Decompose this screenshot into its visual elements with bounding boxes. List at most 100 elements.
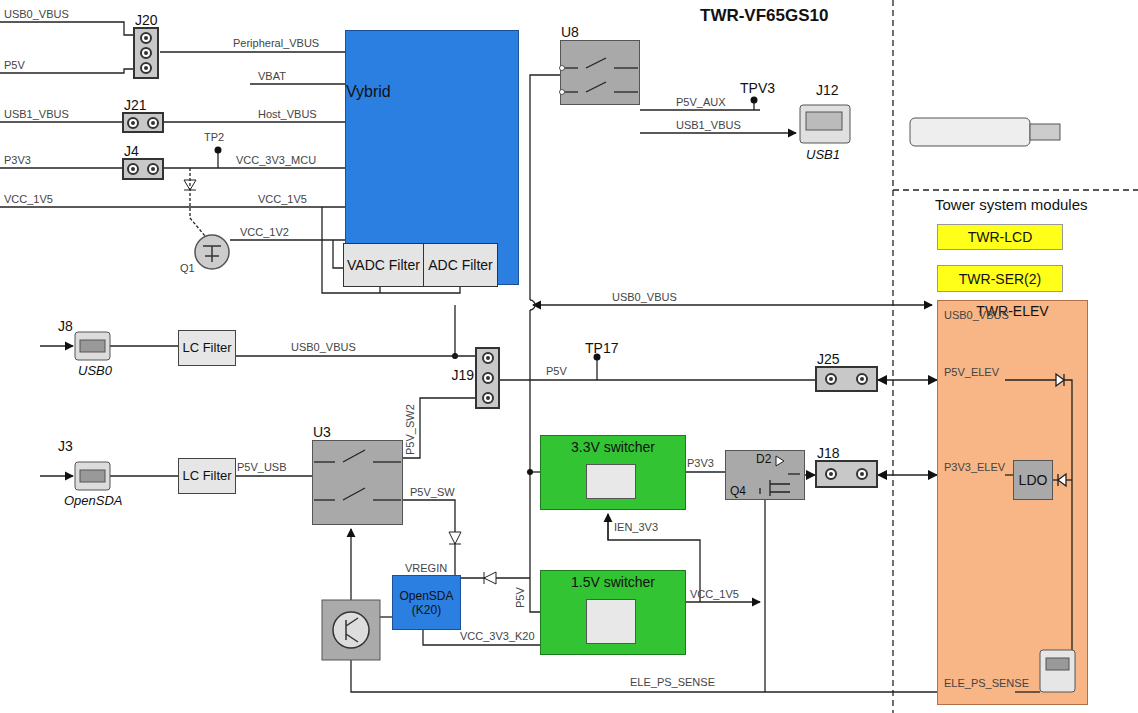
jumper-pin bbox=[127, 163, 139, 175]
node-label: J21 bbox=[124, 97, 147, 113]
processor-box: VybridVADC Filter ADC Filter bbox=[345, 30, 519, 285]
regulator-core bbox=[586, 464, 636, 499]
jumper: J19 bbox=[475, 347, 500, 409]
signal-label: P5V_ELEV bbox=[944, 366, 999, 379]
jumper-pin bbox=[140, 32, 152, 44]
signal-label: USB0_VBUS bbox=[612, 291, 677, 304]
signal-label: VCC_1V5 bbox=[4, 193, 53, 206]
module-box: TWR-LCD bbox=[937, 224, 1063, 250]
signal-label: P5V bbox=[545, 365, 568, 378]
signal-label: IEN_3V3 bbox=[614, 521, 658, 534]
regulator-box: 1.5V switcher bbox=[540, 570, 686, 655]
node-label: 1.5V switcher bbox=[541, 574, 685, 590]
jumper-pin bbox=[140, 47, 152, 59]
signal-label: VBAT bbox=[258, 70, 286, 83]
jumper: J25 bbox=[815, 366, 878, 392]
signal-label: USB0_VBUS bbox=[290, 341, 357, 354]
connector bbox=[878, 474, 937, 476]
signal-label: VCC_3V3_K20 bbox=[460, 630, 535, 643]
signal-label: P5V bbox=[4, 59, 25, 72]
signal-label: USB0_VBUS bbox=[4, 8, 69, 21]
regulator-core bbox=[586, 599, 636, 644]
node-label: TWR-LCD bbox=[968, 229, 1033, 245]
module-box: TWR-SER(2) bbox=[937, 265, 1063, 292]
switch-ic: U8 bbox=[560, 40, 640, 105]
jumper: J4 bbox=[122, 158, 164, 180]
signal-label: VCC_1V5 bbox=[258, 193, 307, 206]
signal-label: ELE_PS_SENSE bbox=[630, 676, 715, 689]
node-label: J18 bbox=[817, 445, 840, 461]
jumper-pin bbox=[482, 392, 494, 404]
jumper: J21 bbox=[122, 112, 164, 133]
signal-label: USB1_VBUS bbox=[4, 108, 69, 121]
regulator-box: 3.3V switcher bbox=[540, 435, 686, 510]
signal-label: TP17 bbox=[585, 340, 618, 356]
node-label: TWR-SER(2) bbox=[959, 271, 1041, 287]
node-label: 3.3V switcher bbox=[541, 439, 685, 455]
signal-label: TP2 bbox=[204, 131, 224, 144]
signal-label: VCC_1V5 bbox=[690, 588, 739, 601]
jumper: J20 bbox=[133, 27, 159, 79]
filter-box: VADC Filter bbox=[343, 243, 424, 287]
jumper-pin bbox=[482, 352, 494, 364]
connector bbox=[878, 379, 937, 381]
signal-label: USB1_VBUS bbox=[676, 119, 741, 132]
node-label: LDO bbox=[1019, 472, 1048, 488]
node-label: LC Filter bbox=[182, 341, 231, 355]
signal-label: P3V3_ELEV bbox=[944, 461, 1005, 474]
filter-box: LC Filter bbox=[178, 458, 236, 494]
signal-label: P5V_SW2 bbox=[404, 404, 417, 455]
signal-label: VCC_1V2 bbox=[240, 226, 289, 239]
module-board: TWR-ELEVLDO bbox=[937, 300, 1088, 705]
signal-label: P5V bbox=[514, 587, 527, 608]
node-label: J25 bbox=[817, 351, 840, 367]
jumper-pin bbox=[140, 62, 152, 74]
switch-ic: U3 bbox=[312, 440, 403, 525]
signal-label: TPV3 bbox=[740, 80, 775, 96]
node-label: LC Filter bbox=[182, 469, 231, 483]
node-label: Vybrid bbox=[346, 83, 518, 101]
signal-label: P3V3 bbox=[4, 154, 31, 167]
node-label: J4 bbox=[124, 143, 139, 159]
signal-label: J3 bbox=[58, 438, 73, 454]
signal-label: J8 bbox=[58, 318, 73, 334]
node-label: Q4 bbox=[730, 484, 746, 498]
node-label: OpenSDA (K20) bbox=[393, 589, 460, 617]
jumper: J18 bbox=[815, 460, 878, 488]
signal-label: USB0_VBUS bbox=[944, 309, 1009, 322]
signal-label: J12 bbox=[816, 82, 839, 98]
signal-label: USB0 bbox=[78, 364, 112, 377]
node-label: ADC Filter bbox=[428, 258, 493, 273]
jumper-pin bbox=[856, 373, 868, 385]
node-label: U8 bbox=[561, 24, 579, 40]
jumper-pin bbox=[825, 468, 837, 480]
mosfet-diode-box: D2Q4 bbox=[725, 450, 805, 500]
node-label: U3 bbox=[313, 424, 331, 440]
node-label: D2 bbox=[756, 452, 771, 466]
signal-label: VREGIN bbox=[405, 562, 447, 575]
signal-label: P3V3 bbox=[686, 457, 715, 470]
jumper-pin bbox=[127, 117, 139, 129]
filter-box: LC Filter bbox=[178, 330, 236, 366]
jumper-pin bbox=[482, 372, 494, 384]
node-label: J20 bbox=[135, 12, 158, 28]
jumper-pin bbox=[856, 468, 868, 480]
connector bbox=[236, 475, 312, 477]
connector bbox=[500, 379, 815, 381]
mcu-box: OpenSDA (K20) bbox=[392, 575, 461, 630]
signal-label: Host_VBUS bbox=[258, 108, 317, 121]
board-title: TWR-VF65GS10 bbox=[700, 6, 828, 26]
signal-label: Q1 bbox=[180, 262, 195, 275]
ldo-box: LDO bbox=[1013, 460, 1053, 500]
node-label: VADC Filter bbox=[347, 258, 420, 273]
jumper-pin bbox=[825, 373, 837, 385]
signal-label: P5V_SW bbox=[410, 486, 455, 499]
signal-label: VCC_3V3_MCU bbox=[236, 154, 316, 167]
signal-label: ELE_PS_SENSE bbox=[944, 677, 1029, 690]
signal-label: USB1 bbox=[806, 148, 840, 161]
filter-box: ADC Filter bbox=[423, 243, 498, 287]
signal-label: Peripheral_VBUS bbox=[233, 37, 319, 50]
jumper-pin bbox=[147, 163, 159, 175]
connector bbox=[236, 355, 475, 357]
